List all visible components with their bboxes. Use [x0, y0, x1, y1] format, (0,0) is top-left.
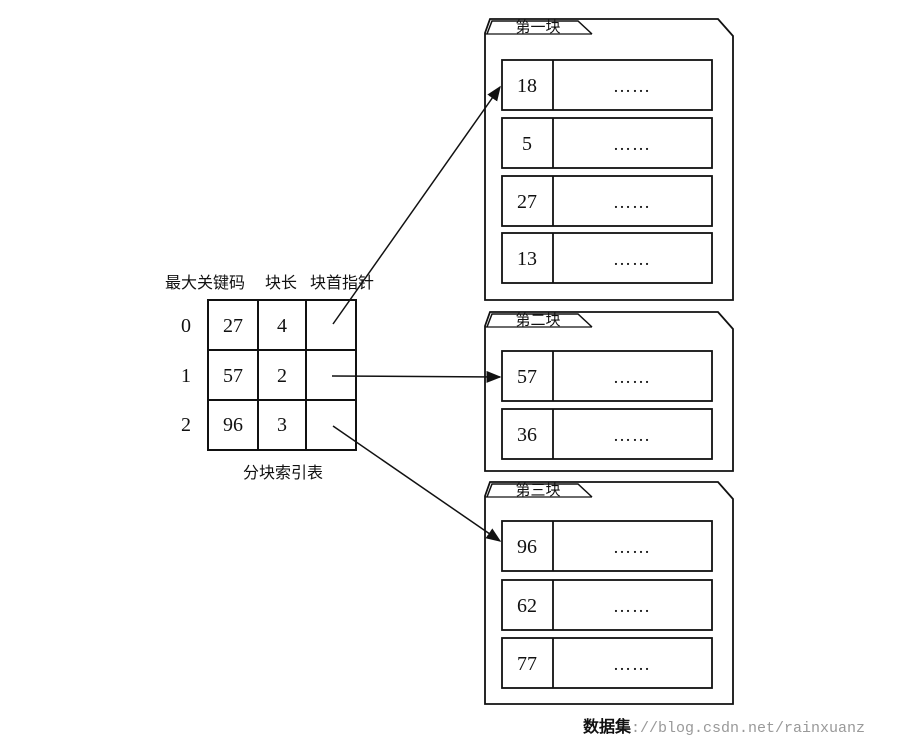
record-rest: …… [613, 76, 651, 96]
dataset-caption-row: 数据集://blog.csdn.net/rainxuanz [583, 713, 865, 737]
record-rest: …… [613, 134, 651, 154]
block-title: 第二块 [515, 311, 560, 329]
record-cell [501, 117, 713, 169]
data-block-2: 第二块 57 …… 36 …… [484, 311, 734, 472]
record-rest: …… [613, 367, 651, 387]
record-rest: …… [613, 249, 651, 269]
record-cell [501, 579, 713, 631]
cell-block-length: 2 [277, 365, 287, 387]
pointer-arrow-block-1 [332, 85, 501, 325]
index-table: 最大关键码 块长 块首指针 0 27 4 1 57 2 2 96 3 分块索引表 [165, 274, 374, 482]
record-rest: …… [613, 596, 651, 616]
header-max-key: 最大关键码 [165, 274, 245, 292]
record-rest: …… [613, 192, 651, 212]
watermark-url: ://blog.csdn.net/rainxuanz [631, 720, 866, 737]
record-cell [501, 232, 713, 284]
record-rest: …… [613, 654, 651, 674]
data-block-1: 第一块 18 …… 5 …… 27 …… 13 …… [484, 18, 734, 301]
index-table-border [207, 299, 357, 451]
record-rest: …… [613, 537, 651, 557]
record-cell [501, 520, 713, 572]
record-key: 27 [517, 191, 537, 213]
folder-outline [484, 311, 734, 472]
record-cell [501, 408, 713, 460]
folder-outline [484, 481, 734, 705]
record-key: 77 [517, 653, 537, 675]
record-key: 36 [517, 424, 537, 446]
row-index: 1 [181, 365, 191, 387]
record-key: 18 [517, 75, 537, 97]
cell-block-length: 4 [277, 315, 287, 337]
cell-block-length: 3 [277, 414, 287, 436]
index-table-caption: 分块索引表 [243, 464, 323, 482]
cell-max-key: 57 [223, 365, 243, 387]
data-block-3: 第三块 96 …… 62 …… 77 …… [484, 481, 734, 705]
record-cell [501, 175, 713, 227]
record-key: 96 [517, 536, 537, 558]
folder-tab [486, 313, 593, 328]
record-key: 62 [517, 595, 537, 617]
pointer-arrow-block-3 [332, 425, 502, 542]
record-key: 5 [522, 133, 532, 155]
record-cell [501, 350, 713, 402]
record-cell [501, 59, 713, 111]
record-rest: …… [613, 425, 651, 445]
folder-tab [486, 20, 593, 35]
folder-outline [484, 18, 734, 301]
header-block-pointer: 块首指针 [310, 274, 374, 292]
record-key: 13 [517, 248, 537, 270]
dataset-label: 数据集 [583, 717, 632, 736]
record-key: 57 [517, 366, 537, 388]
pointer-arrow-block-2 [331, 370, 502, 383]
folder-tab [486, 483, 593, 498]
block-title: 第三块 [515, 481, 560, 499]
cell-max-key: 27 [223, 315, 243, 337]
header-block-length: 块长 [265, 274, 297, 292]
record-cell [501, 637, 713, 689]
row-index: 0 [181, 315, 191, 337]
block-title: 第一块 [515, 18, 560, 36]
row-index: 2 [181, 414, 191, 436]
cell-max-key: 96 [223, 414, 243, 436]
